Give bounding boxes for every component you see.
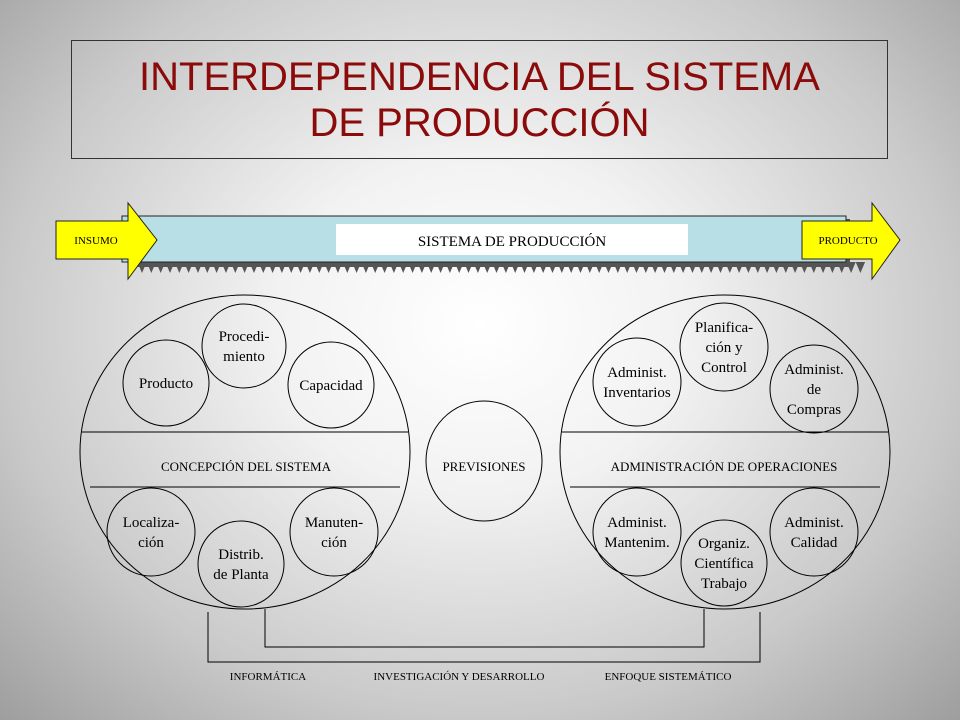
- left-band-label: CONCEPCIÓN DEL SISTEMA: [161, 459, 332, 474]
- node-label-organizacion-trabajo: Trabajo: [701, 576, 747, 592]
- node-label-mantenimiento-admin: Administ.: [607, 515, 667, 531]
- node-label-compras: Compras: [787, 402, 841, 418]
- node-circle-capacidad: [287, 341, 375, 429]
- right-group-ellipse: [559, 294, 891, 610]
- node-label-planificacion: Planifica-: [695, 320, 753, 336]
- node-circle-compras: [769, 344, 859, 434]
- node-label-distrib-planta: Distrib.: [218, 547, 263, 563]
- title-box: INTERDEPENDENCIA DEL SISTEMA DE PRODUCCI…: [71, 40, 888, 159]
- node-label-localizacion: ción: [138, 535, 164, 551]
- node-label-planificacion: ción y: [705, 340, 743, 356]
- previsiones-circle: [425, 400, 543, 522]
- footer-label-investigacion: INVESTIGACIÓN Y DESARROLLO: [374, 671, 545, 683]
- node-label-mantenimiento: Manuten-: [305, 515, 363, 531]
- node-label-mantenimiento: ción: [321, 535, 347, 551]
- input-label: INSUMO: [74, 235, 117, 247]
- node-circle-localizacion: [106, 487, 196, 577]
- page-title: INTERDEPENDENCIA DEL SISTEMA DE PRODUCCI…: [139, 54, 820, 145]
- node-label-procedimiento: Procedi-: [219, 329, 270, 345]
- node-label-organizacion-trabajo: Científica: [694, 556, 753, 572]
- node-label-procedimiento: miento: [223, 349, 265, 365]
- output-label: PRODUCTO: [818, 235, 877, 247]
- node-label-compras: de: [807, 382, 822, 398]
- footer-label-enfoque: ENFOQUE SISTEMÁTICO: [605, 671, 732, 683]
- node-circle-organizacion-trabajo: [680, 519, 768, 607]
- node-label-organizacion-trabajo: Organiz.: [698, 536, 750, 552]
- node-circle-mantenimiento: [289, 487, 379, 577]
- node-label-compras: Administ.: [784, 362, 844, 378]
- node-circle-mantenimiento-admin: [592, 487, 682, 577]
- footer-label-informatica: INFORMÁTICA: [230, 671, 306, 683]
- node-label-inventarios: Inventarios: [603, 385, 671, 401]
- node-circle-inventarios: [592, 337, 682, 427]
- node-label-mantenimiento-admin: Mantenim.: [604, 535, 669, 551]
- output-arrow: [801, 201, 901, 281]
- node-circle-calidad: [769, 487, 859, 577]
- right-band-label: ADMINISTRACIÓN DE OPERACIONES: [611, 459, 838, 474]
- system-label: SISTEMA DE PRODUCCIÓN: [418, 233, 607, 250]
- node-label-capacidad: Capacidad: [299, 378, 363, 394]
- node-label-calidad: Calidad: [791, 535, 838, 551]
- node-circle-distrib-planta: [197, 520, 285, 608]
- left-group-ellipse: [79, 294, 411, 610]
- system-label-box: [336, 224, 688, 255]
- node-circle-planificacion: [679, 302, 769, 392]
- node-label-localizacion: Localiza-: [123, 515, 180, 531]
- node-label-inventarios: Administ.: [607, 365, 667, 381]
- node-label-planificacion: Control: [701, 360, 747, 376]
- band-serrated-edge: [128, 262, 866, 273]
- node-circle-producto: [122, 339, 210, 427]
- node-circle-procedimiento: [201, 303, 287, 389]
- node-label-calidad: Administ.: [784, 515, 844, 531]
- band-teeth: [128, 262, 866, 273]
- node-circles: Producto Procedi-mientoCapacidadLocaliza-…: [106, 302, 859, 608]
- footer-inner-bracket: [264, 609, 705, 648]
- footer-outer-bracket: [207, 612, 761, 663]
- previsiones-label: PREVISIONES: [442, 459, 525, 474]
- node-label-distrib-planta: de Planta: [213, 567, 269, 583]
- node-label-producto: Producto: [139, 376, 193, 392]
- input-arrow: [55, 201, 158, 281]
